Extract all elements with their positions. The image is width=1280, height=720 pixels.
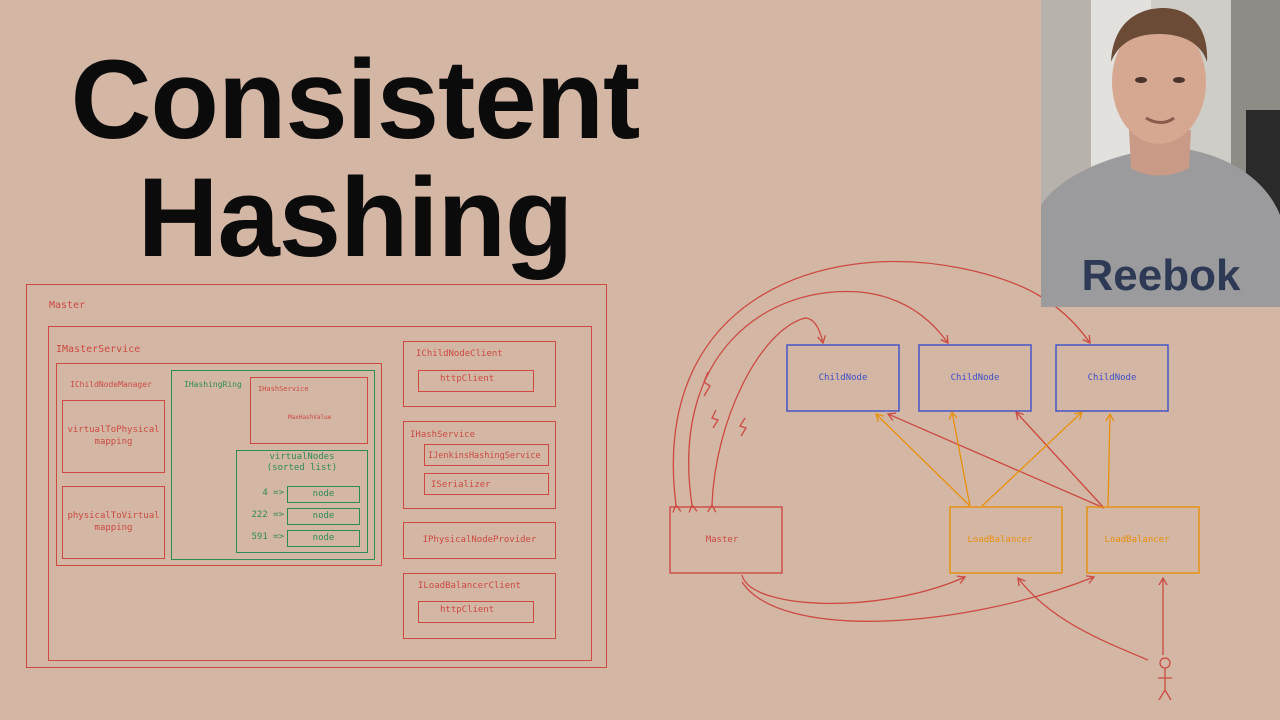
max-hash-value-label: MaxHashValue [288,414,332,421]
hash-service-box [403,421,556,509]
loadbalancer-box-1 [949,506,1063,574]
master-service-box [48,326,592,661]
ring-entry-node-label: node [312,510,335,521]
virtual-nodes-box [236,450,368,553]
serializer-label: ISerializer [431,480,491,490]
master-node-box [669,506,783,574]
arrow-loadbalancer-to-childnode [1105,412,1115,507]
ring-entry-key: 4 => [262,488,284,498]
webcam-overlay: Reebok [1041,0,1280,307]
http-client-box [418,370,534,392]
hashing-ring-box [171,370,375,560]
http-client-box [418,601,534,623]
physical-node-provider-label: IPhysicalNodeProvider [422,534,537,545]
jenkins-hashing-service-box [424,444,549,466]
physical-to-virtual-box: physicalToVirtual mapping [62,486,165,559]
loadbalancer-label: LoadBalancer [967,535,1033,545]
user-actor-icon [1158,657,1172,701]
child-node-client-label: IChildNodeClient [416,349,503,359]
arrow-user-to-loadbalancer-1 [1017,576,1149,661]
jenkins-hashing-service-label: IJenkinsHashingService [428,451,541,461]
title-line-2: Hashing [137,155,574,280]
childnode-box-2 [918,344,1032,412]
arrow-loadbalancer-to-childnode [948,410,971,507]
childnode-box-1 [786,344,900,412]
virtual-to-physical-box: virtualToPhysical mapping [62,400,165,473]
hash-service-label: IHashService [410,430,476,440]
http-client-label: httpClient [440,374,495,384]
master-node-label: Master [706,535,739,545]
squiggle-mark [703,371,711,397]
shirt-logo-text: Reebok [1082,251,1241,300]
ring-entry-key: 591 => [251,532,284,542]
arrow-loadbalancer-to-childnode [886,412,1105,509]
arrow-master-to-childnode-3 [672,260,1091,513]
arrow-master-to-childnode-2 [688,290,949,513]
ring-entry-key: 222 => [251,510,284,520]
master-service-label: IMasterService [56,344,141,355]
ring-entry-node: node [287,486,360,503]
ring-hash-service-label: IHashService [258,385,309,393]
arrow-master-to-loadbalancer-2 [741,575,1096,622]
presenter-photo: Reebok [1041,0,1280,307]
ring-entry-node-label: node [312,532,335,543]
hashing-ring-label: IHashingRing [184,380,242,389]
load-balancer-client-label: ILoadBalancerClient [418,581,521,591]
ring-entry-node-label: node [312,488,335,499]
loadbalancer-label: LoadBalancer [1104,535,1170,545]
ring-hash-service-box [250,377,368,444]
virtual-to-physical-label: virtualToPhysical mapping [67,425,160,447]
arrow-loadbalancer-to-childnode [875,413,971,507]
childnode-label: ChildNode [951,373,1000,383]
ring-entry-node: node [287,508,360,525]
childnode-label: ChildNode [819,373,868,383]
arrow-master-to-childnode-1 [707,317,826,513]
arrow-loadbalancer-to-childnode [981,411,1083,507]
ring-entry-node: node [287,530,360,547]
master-box [26,284,607,668]
childnode-label: ChildNode [1088,373,1137,383]
virtual-nodes-label: virtualNodes (sorted list) [266,452,338,474]
serializer-box [424,473,549,495]
squiggle-mark [739,417,747,437]
arrow-master-to-loadbalancer-1 [741,574,967,605]
arrow-loadbalancer-to-childnode [1015,411,1105,509]
physical-node-provider-box: IPhysicalNodeProvider [403,522,556,559]
load-balancer-client-box [403,573,556,639]
squiggle-mark [711,409,719,429]
http-client-label: httpClient [440,605,495,615]
child-node-manager-label: IChildNodeManager [70,380,152,389]
title-line-1: Consistent [70,37,641,162]
child-node-manager-box [56,363,382,566]
childnode-box-3 [1055,344,1169,412]
loadbalancer-box-2 [1086,506,1200,574]
master-label: Master [49,300,86,311]
child-node-client-box [403,341,556,407]
physical-to-virtual-label: physicalToVirtual mapping [67,511,160,533]
